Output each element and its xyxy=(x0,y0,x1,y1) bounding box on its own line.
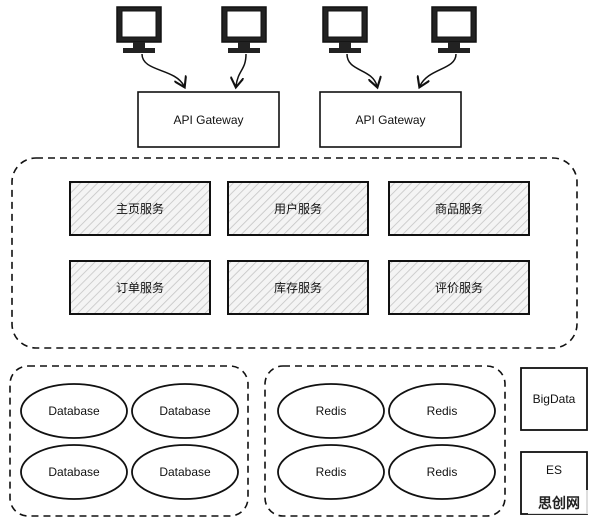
watermark-text: 思创网 xyxy=(538,495,580,511)
service-user-label: 用户服务 xyxy=(274,201,322,216)
service-home: 主页服务 xyxy=(69,181,211,236)
database-4: Database xyxy=(131,444,239,500)
service-product: 商品服务 xyxy=(388,181,530,236)
database-3: Database xyxy=(20,444,128,500)
service-inventory: 库存服务 xyxy=(227,260,369,315)
database-2: Database xyxy=(131,383,239,439)
service-review-label: 评价服务 xyxy=(435,280,483,295)
es-label: ES xyxy=(546,463,562,477)
bigdata-box: BigData xyxy=(520,367,588,431)
arrow-monitor-2-to-gateway xyxy=(236,53,247,86)
redis-1: Redis xyxy=(277,383,385,439)
arrow-monitor-4-to-gateway xyxy=(420,53,457,86)
redis-3: Redis xyxy=(277,444,385,500)
client-monitor-1 xyxy=(116,6,162,53)
service-review: 评价服务 xyxy=(388,260,530,315)
database-container xyxy=(9,365,249,517)
redis-1-label: Redis xyxy=(316,404,347,418)
api-gateway-1-label: API Gateway xyxy=(173,113,243,127)
client-monitor-3 xyxy=(322,6,368,53)
bigdata-label: BigData xyxy=(533,392,576,406)
service-inventory-label: 库存服务 xyxy=(274,280,322,295)
database-2-label: Database xyxy=(159,404,211,418)
service-product-label: 商品服务 xyxy=(435,201,483,216)
database-3-label: Database xyxy=(48,465,100,479)
database-1: Database xyxy=(20,383,128,439)
service-order-label: 订单服务 xyxy=(116,280,164,295)
services-container xyxy=(11,157,578,349)
watermark: 思创网 xyxy=(528,490,590,514)
database-1-label: Database xyxy=(48,404,100,418)
redis-3-label: Redis xyxy=(316,465,347,479)
redis-4: Redis xyxy=(388,444,496,500)
api-gateway-2: API Gateway xyxy=(319,91,462,148)
client-monitor-4 xyxy=(431,6,477,53)
api-gateway-1: API Gateway xyxy=(137,91,280,148)
redis-2: Redis xyxy=(388,383,496,439)
service-order: 订单服务 xyxy=(69,260,211,315)
redis-2-label: Redis xyxy=(427,404,458,418)
client-monitor-2 xyxy=(221,6,267,53)
arrow-monitor-1-to-gateway xyxy=(141,53,184,86)
database-4-label: Database xyxy=(159,465,211,479)
api-gateway-2-label: API Gateway xyxy=(355,113,425,127)
service-home-label: 主页服务 xyxy=(116,201,164,216)
redis-4-label: Redis xyxy=(427,465,458,479)
redis-container xyxy=(264,365,506,517)
arrow-monitor-3-to-gateway xyxy=(346,53,377,86)
service-user: 用户服务 xyxy=(227,181,369,236)
